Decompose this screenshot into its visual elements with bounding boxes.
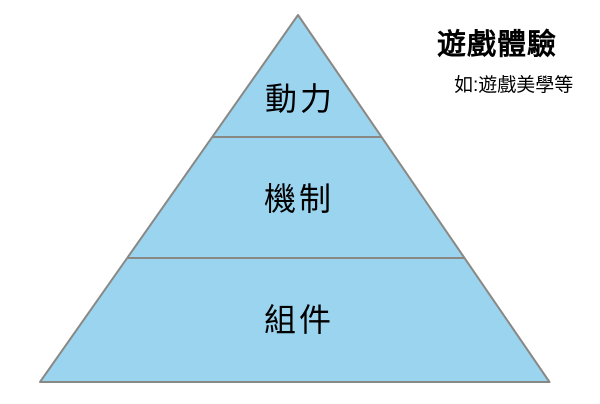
annotation-subtitle: 如:遊戲美學等 (454, 75, 574, 96)
pyramid-level-label-mechanics: 機制 (263, 181, 335, 217)
pyramid-level-label-components: 組件 (263, 302, 335, 338)
pyramid-level-label-dynamics: 動力 (264, 81, 336, 117)
annotation-title: 遊戲體驗 (437, 29, 558, 61)
pyramid-triangle (39, 14, 551, 383)
